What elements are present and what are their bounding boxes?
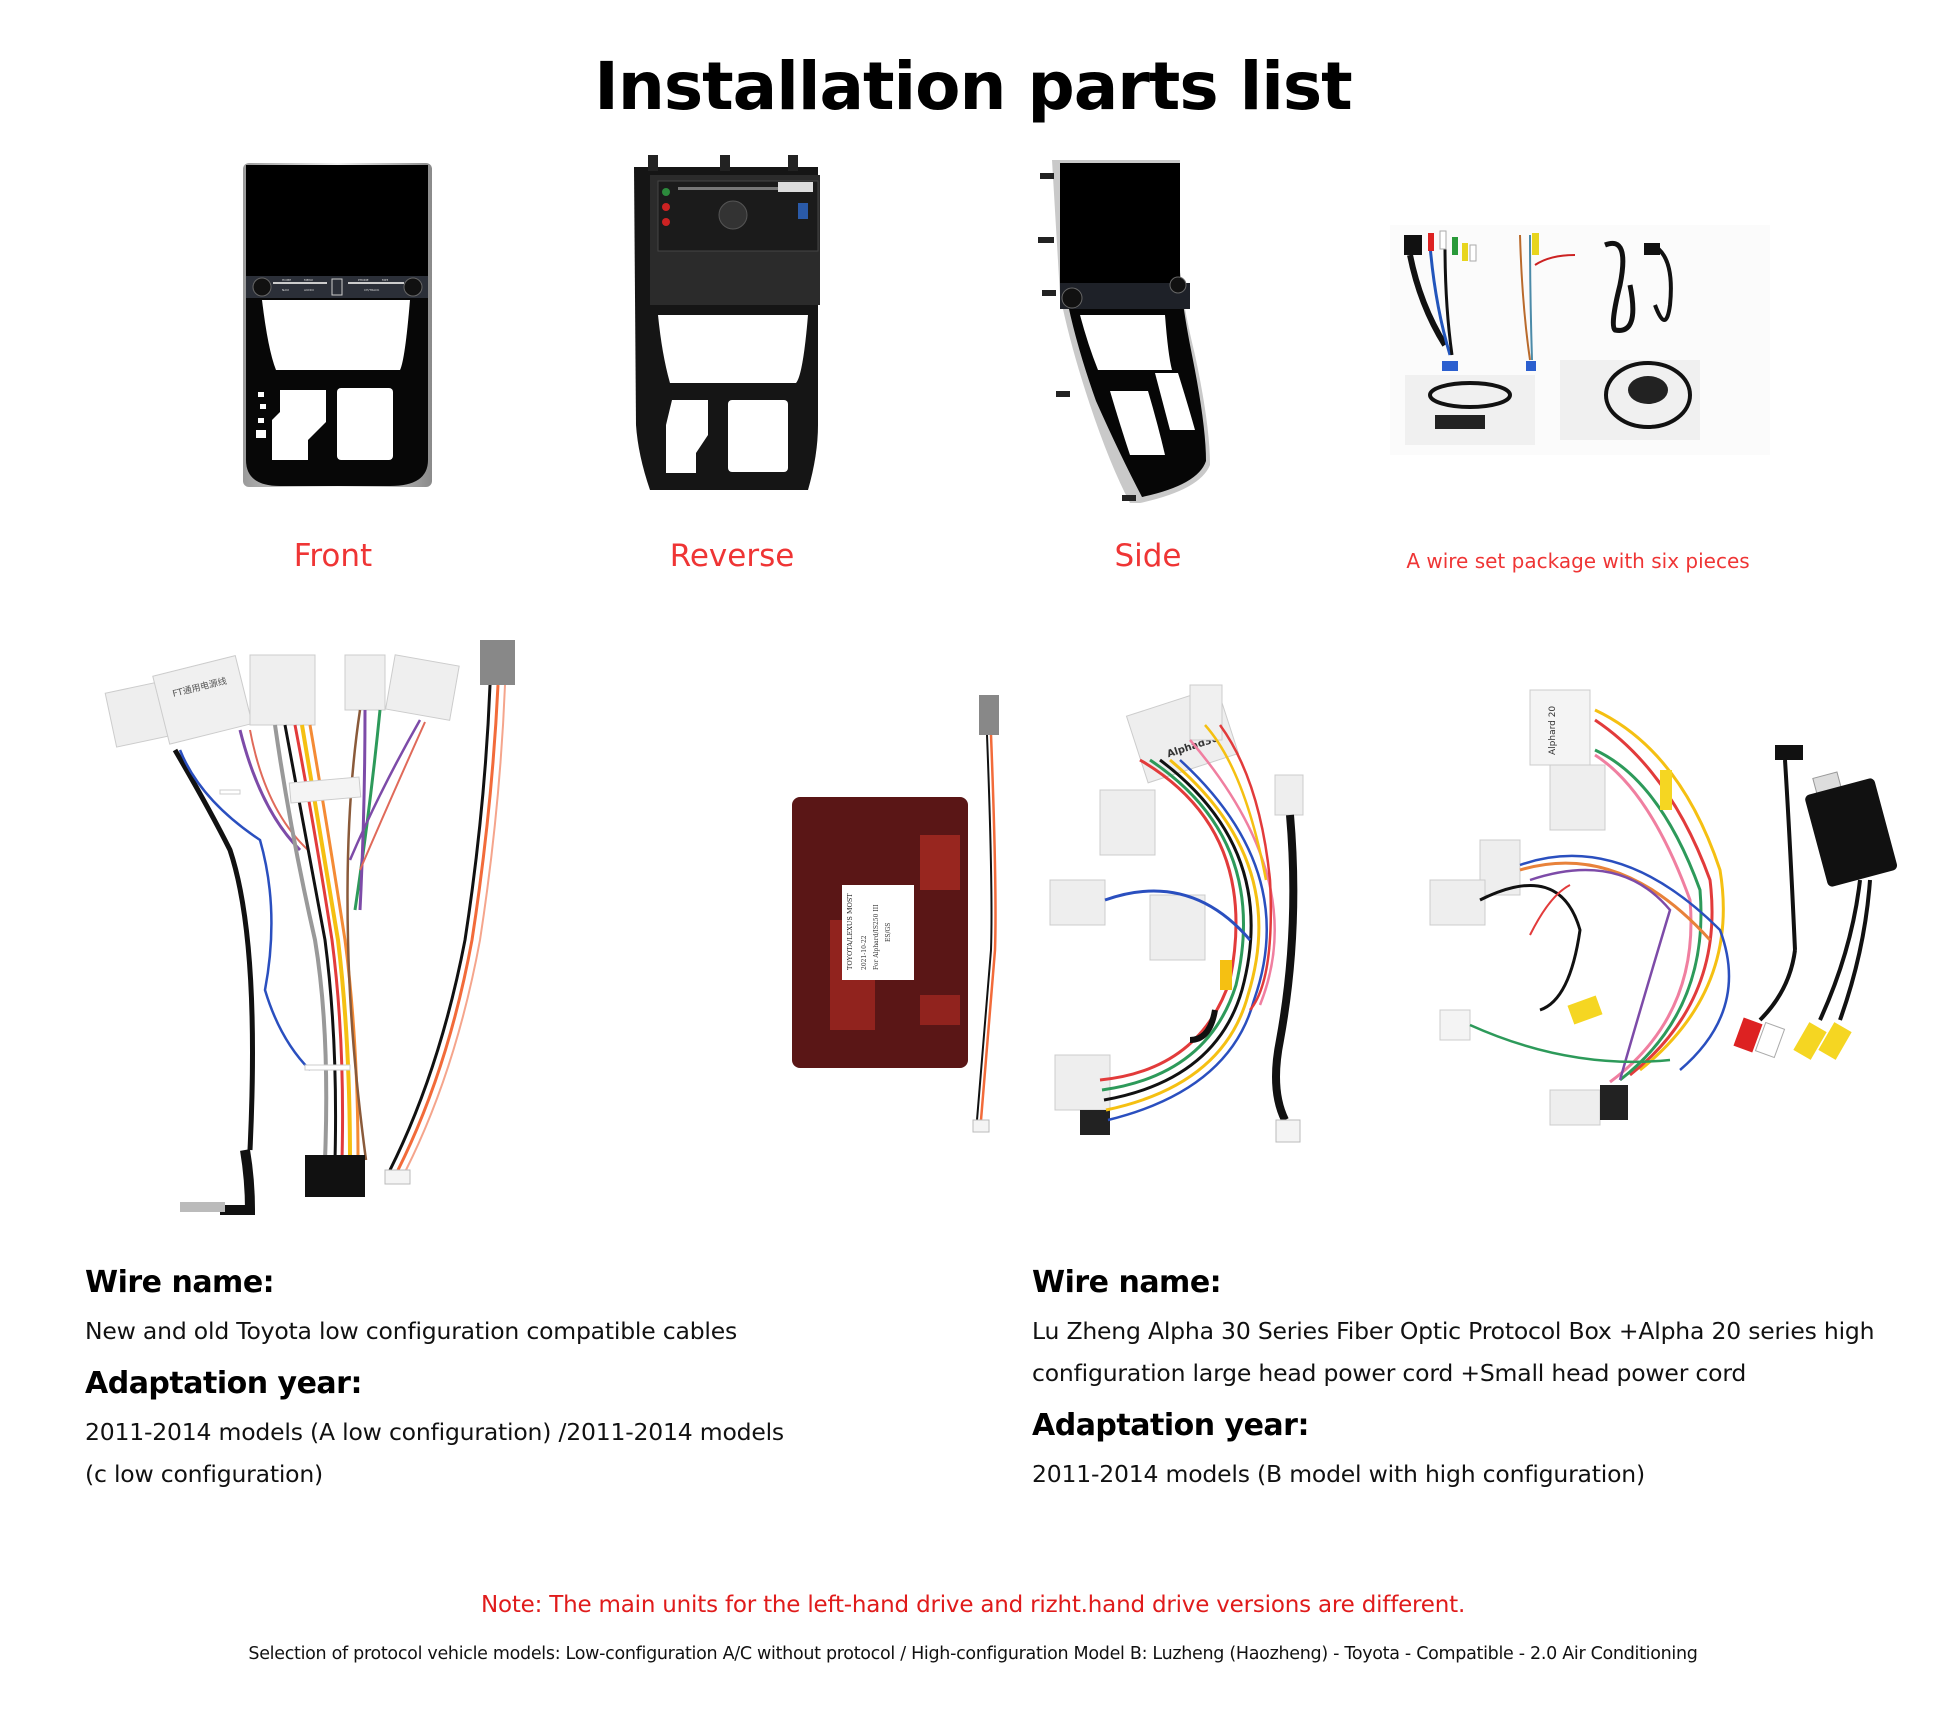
low-config-harness-photo: FT通用电源线 <box>80 610 560 1250</box>
front-button-phone: PHONE <box>358 278 369 282</box>
low-config-info: Wire name: New and old Toyota low config… <box>85 1265 965 1495</box>
head-unit-side-photo <box>1030 155 1230 510</box>
label-side: Side <box>1114 538 1182 574</box>
protocol-selection-text: Selection of protocol vehicle models: Lo… <box>248 1644 1698 1664</box>
left-year-heading: Adaptation year: <box>85 1366 362 1401</box>
protocol-box-line2: 2021-10-22 <box>861 935 868 970</box>
label-reverse: Reverse <box>669 538 795 574</box>
protocol-box-line4: ES/GS <box>885 923 892 942</box>
left-year-line1: 2011-2014 models (A low configuration) /… <box>85 1418 784 1446</box>
page-title: Installation parts list <box>594 48 1352 125</box>
harness-tag-right: Alphard 20 <box>1548 706 1558 755</box>
high-config-info: Wire name: Lu Zheng Alpha 30 Series Fibe… <box>1032 1265 1912 1495</box>
front-button-track: CH/TRACK <box>364 288 380 292</box>
front-button-navi: NAVI <box>282 288 289 292</box>
protocol-box-line3: For Alphard/IS250 III <box>873 904 880 970</box>
head-unit-reverse-photo <box>628 155 823 500</box>
right-wire-name-line2: configuration large head power cord +Sma… <box>1032 1359 1747 1387</box>
label-wire-set: A wire set package with six pieces <box>1406 549 1750 573</box>
right-year-heading: Adaptation year: <box>1032 1408 1309 1443</box>
wire-set-package-photo <box>1390 225 1770 455</box>
front-button-mp3: MP3 <box>382 278 388 282</box>
label-front: Front <box>293 538 373 574</box>
left-wire-name-heading: Wire name: <box>85 1265 275 1300</box>
drive-side-note: Note: The main units for the left-hand d… <box>480 1592 1466 1618</box>
right-wire-name-heading: Wire name: <box>1032 1265 1222 1300</box>
front-button-home: HOME <box>282 278 291 282</box>
front-button-menu: MENU <box>304 278 313 282</box>
head-unit-front-photo: HOME MENU NAVI AUDIO PHONE MP3 CH/TRACK <box>240 160 435 490</box>
protocol-box-line1: TOYOTA/LEXUS MOST <box>846 893 854 970</box>
alpha20-harness-photo: Alphard 20 <box>1420 670 1900 1140</box>
right-wire-name-line1: Lu Zheng Alpha 30 Series Fiber Optic Pro… <box>1032 1317 1875 1345</box>
small-head-power-cord-photo <box>965 690 1015 1150</box>
alpha30-harness-photo: Alphad30 <box>1040 680 1410 1180</box>
right-year-line1: 2011-2014 models (B model with high conf… <box>1032 1460 1645 1488</box>
protocol-box-photo: TOYOTA/LEXUS MOST 2021-10-22 For Alphard… <box>790 795 970 1070</box>
left-year-line2: (c low configuration) <box>85 1460 324 1488</box>
front-button-audio: AUDIO <box>304 288 314 292</box>
left-wire-name: New and old Toyota low configuration com… <box>85 1317 738 1345</box>
